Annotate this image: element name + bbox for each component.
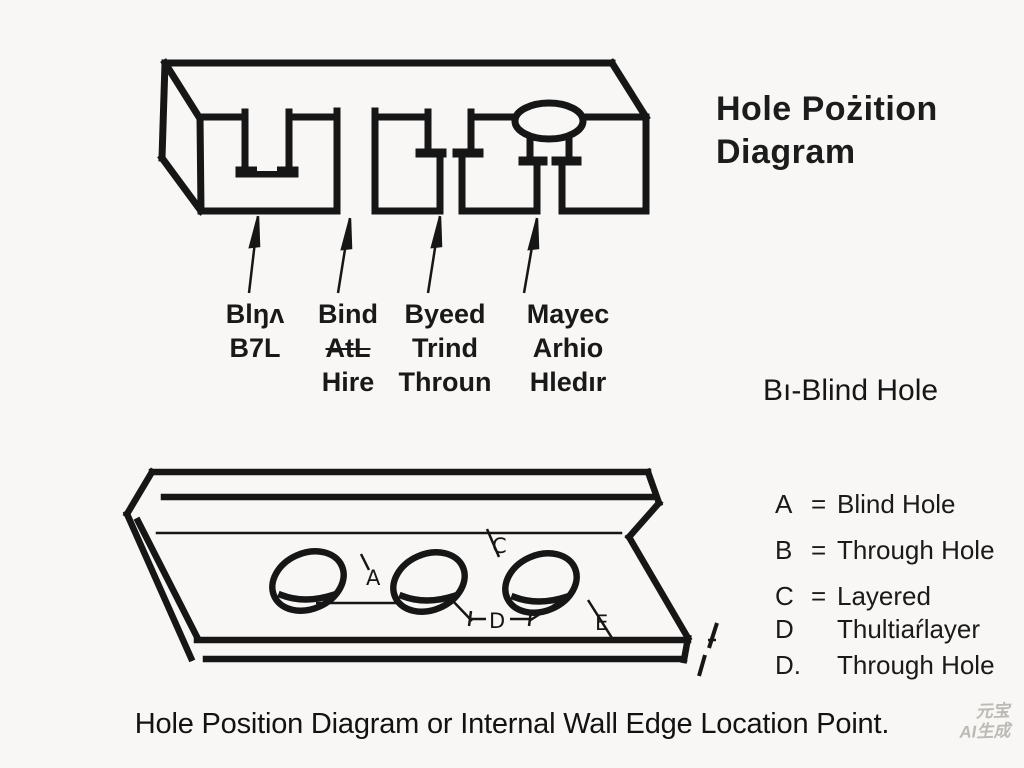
hole-label-column-1: Blŋʌ B7L <box>195 297 315 365</box>
legend-sep: = <box>811 489 827 519</box>
hole-label-text: B7L <box>229 333 281 363</box>
arrow-icon <box>336 217 353 294</box>
countersunk-hole-4 <box>511 99 587 215</box>
legend-sep: = <box>811 535 827 565</box>
hole-label-column-2: Bind AtL Hire <box>288 297 408 399</box>
arrow-icon <box>522 217 540 294</box>
hole-label-text: Hledır <box>529 367 607 397</box>
legend-value: Layered <box>837 581 931 611</box>
plate-hole-1 <box>269 548 347 614</box>
callout-c: C <box>485 528 507 558</box>
hole-label-text: Trind <box>412 333 478 363</box>
legend-sep <box>811 650 837 681</box>
legend-value: Thultiaŕlayer <box>837 614 981 644</box>
through-hole-2 <box>333 107 379 215</box>
legend-key: D <box>775 614 794 644</box>
legend-key: A <box>775 489 793 519</box>
hole-label-text: Byeed <box>404 299 486 329</box>
legend-sep: = <box>811 581 827 611</box>
hole-label-text: AtL <box>325 333 371 363</box>
hole-label-text: Arhio <box>532 333 604 363</box>
ai-watermark: 元宝 AI生成 <box>958 701 1011 743</box>
arrow-icon <box>247 215 261 294</box>
label-a: A <box>366 566 381 590</box>
legend-value: Through Hole <box>837 650 995 680</box>
hole-label-text: Mayec <box>526 299 610 329</box>
legend-sep <box>811 614 837 645</box>
legend-row-d1: D Thultiaŕlayer <box>775 614 980 645</box>
arrow-icon <box>426 215 443 294</box>
watermark-line-1: 元宝 <box>975 701 1010 722</box>
page-title-line-2: Diagram <box>716 133 856 171</box>
hole-label-column-3: Byeed Trind Throun <box>375 297 515 399</box>
legend-key: C <box>775 581 794 611</box>
dimension-d: D <box>450 598 563 633</box>
blind-hole-1 <box>235 108 299 178</box>
hole-label-column-4: Mayec Arhio Hledır <box>498 297 638 399</box>
legend-value: Blind Hole <box>837 489 956 519</box>
callout-e: E <box>586 599 614 639</box>
legend-row-b: B = Through Hole <box>775 535 995 566</box>
plate-hole-2 <box>390 549 468 615</box>
label-e: E <box>595 611 608 635</box>
bottom-caption: Hole Position Diagram or Internal Wall E… <box>134 708 890 740</box>
legend-key: B <box>775 535 793 565</box>
page-title-line-1: Hole Pożition <box>716 90 938 128</box>
legend-row-a: A = Blind Hole <box>775 489 956 520</box>
page-title: Hole Pożition Diagram <box>716 88 938 174</box>
bottom-plate-drawing <box>122 467 693 664</box>
edge-tick-marks <box>697 622 719 677</box>
label-c: C <box>492 534 507 558</box>
top-block-drawing <box>157 58 651 216</box>
label-d: D <box>489 609 505 633</box>
pointer-arrows <box>247 215 540 294</box>
side-note-blind-hole: Bı-Blind Hole <box>763 374 939 407</box>
legend-value: Through Hole <box>837 535 995 565</box>
plate-hole-3 <box>502 550 580 616</box>
legend-row-d2: D. Through Hole <box>775 650 995 681</box>
callout-a: A <box>316 553 398 605</box>
hole-label-text: Blŋʌ <box>225 299 285 329</box>
watermark-line-2: AI生成 <box>959 721 1011 742</box>
legend-key: D. <box>775 650 801 680</box>
plate-callouts: A C D E <box>316 528 719 677</box>
legend-row-c: C = Layered <box>775 581 931 612</box>
hole-label-text: Bind <box>318 299 378 329</box>
hole-label-text: Throun <box>398 367 492 397</box>
stepped-hole-3 <box>415 108 484 215</box>
hole-label-text: Hire <box>321 367 375 397</box>
